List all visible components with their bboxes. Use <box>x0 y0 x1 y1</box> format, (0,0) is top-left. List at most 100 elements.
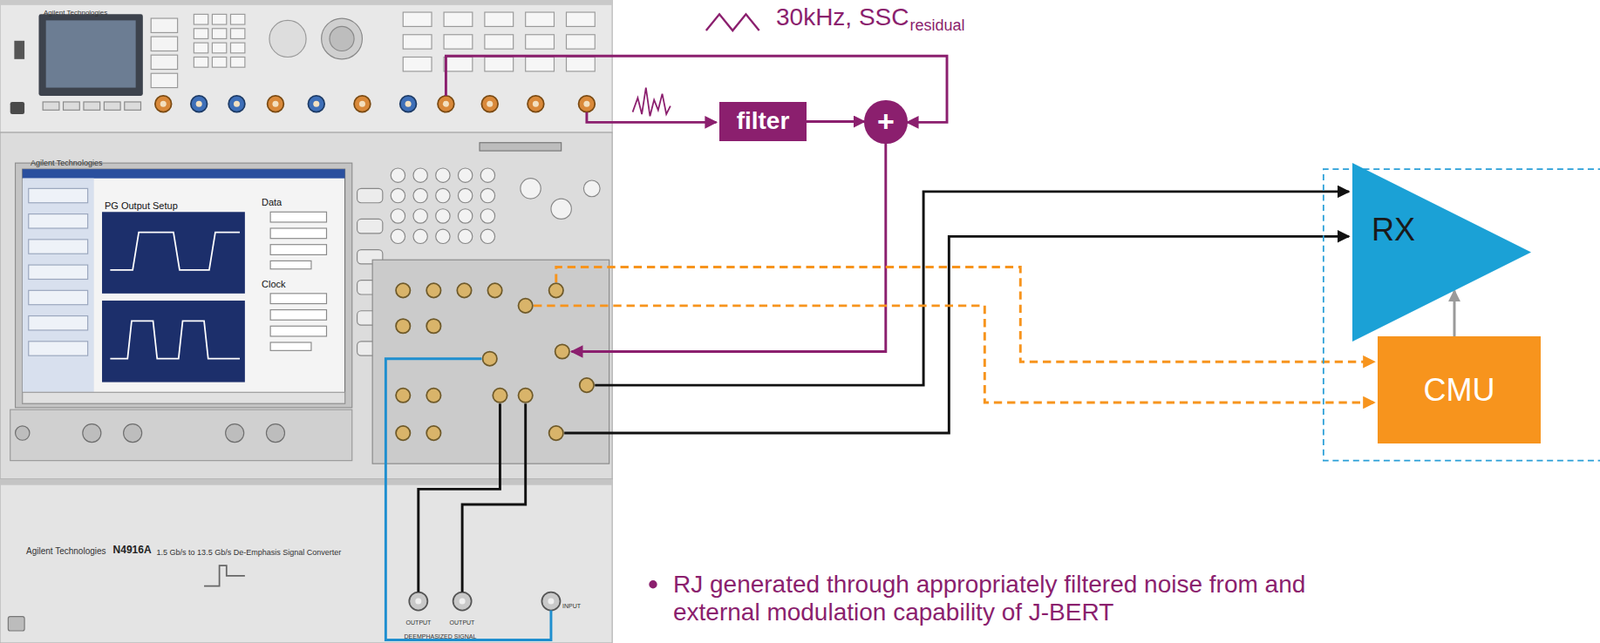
bert-instrument <box>28 239 89 254</box>
bert-instrument <box>479 142 562 151</box>
bert-instrument <box>270 228 327 239</box>
function-generator <box>13 40 25 60</box>
function-generator <box>272 101 279 108</box>
screen-label: Data <box>261 197 282 208</box>
bert-instrument <box>435 209 450 224</box>
bert-instrument <box>426 283 441 298</box>
function-generator <box>230 56 245 68</box>
bert-instrument <box>22 169 346 179</box>
function-generator <box>0 0 613 6</box>
bert-instrument <box>426 426 441 441</box>
bert-instrument <box>357 218 383 233</box>
model-description: 1.5 Gb/s to 13.5 Gb/s De-Emphasis Signal… <box>156 548 342 558</box>
bert-instrument <box>270 326 327 337</box>
function-generator <box>193 13 208 25</box>
data-cable <box>418 403 501 593</box>
bert-instrument <box>413 168 428 183</box>
modulation-wire <box>633 88 671 117</box>
bert-instrument <box>487 283 502 298</box>
function-generator <box>150 18 178 33</box>
bert-instrument <box>435 188 450 203</box>
bert-instrument <box>395 388 410 403</box>
bert-instrument <box>457 188 472 203</box>
function-generator <box>402 12 432 27</box>
function-generator <box>155 95 172 113</box>
function-generator <box>230 28 245 40</box>
bert-instrument <box>555 344 570 359</box>
bert-instrument <box>518 299 533 314</box>
bert-instrument <box>457 168 472 183</box>
bert-instrument <box>390 168 405 183</box>
bert-instrument <box>480 188 495 203</box>
function-generator <box>583 101 590 108</box>
bullet-note: RJ generated through appropriately filte… <box>673 571 1306 627</box>
bullet-note: RJ generated through appropriately filte… <box>673 571 1336 627</box>
filter-box: filter <box>719 102 807 142</box>
node-label: + <box>877 104 895 139</box>
bert-instrument <box>520 178 541 199</box>
function-generator <box>0 0 613 133</box>
function-generator <box>42 102 60 110</box>
function-generator <box>525 12 555 27</box>
bert-instrument <box>413 209 428 224</box>
bert-instrument <box>457 229 472 244</box>
function-generator <box>228 95 246 113</box>
function-generator <box>155 95 595 113</box>
function-generator <box>481 95 498 113</box>
function-generator <box>402 34 432 49</box>
deemphasis-converter <box>459 599 466 606</box>
function-generator <box>359 101 366 108</box>
function-generator <box>437 95 455 113</box>
bert-instrument <box>28 265 89 280</box>
bert-instrument <box>270 293 327 305</box>
function-generator <box>442 101 450 108</box>
function-generator <box>211 28 226 40</box>
receiver-triangle: RX <box>1352 163 1532 342</box>
function-generator <box>193 56 208 68</box>
bert-instrument <box>102 211 246 294</box>
bert-instrument <box>426 388 441 403</box>
loop-cable <box>385 359 552 641</box>
function-generator <box>566 34 596 49</box>
function-generator <box>196 101 203 108</box>
bert-instrument <box>28 341 89 356</box>
panel-label: DEEMPHASIZED SIGNAL <box>404 633 477 640</box>
panel-label: DEEMPHASIZED SIGNAL <box>404 626 477 643</box>
bert-instrument <box>518 388 533 403</box>
function-generator <box>160 101 591 108</box>
function-generator <box>484 12 514 27</box>
bert-instrument <box>22 392 346 404</box>
bert-instrument <box>480 209 495 224</box>
function-generator <box>405 101 412 108</box>
deemphasis-converter <box>415 599 422 606</box>
bert-instrument <box>123 424 143 443</box>
function-generator <box>566 12 596 27</box>
bert-instrument <box>390 188 405 203</box>
node-label: RX <box>1371 211 1416 248</box>
clock-multiplier-box: CMU <box>1377 336 1541 444</box>
model-number: N4916A <box>113 544 152 557</box>
bert-instrument <box>549 426 564 441</box>
screen-label: Data <box>261 193 282 210</box>
bert-instrument <box>28 316 89 331</box>
bert-instrument <box>22 178 95 394</box>
function-generator <box>484 34 514 49</box>
function-generator <box>233 101 240 108</box>
bert-instrument <box>390 168 600 245</box>
port-label: INPUT <box>562 603 581 610</box>
signal-arrow <box>806 120 865 123</box>
screen-title: PG Output Setup <box>104 200 178 212</box>
function-generator <box>42 102 141 110</box>
function-generator <box>578 95 596 113</box>
function-generator <box>211 56 226 68</box>
function-generator <box>124 102 142 110</box>
node-label: CMU <box>1423 372 1496 409</box>
deemphasis-converter <box>541 592 560 612</box>
bert-instrument <box>270 211 327 223</box>
bert-instrument <box>82 424 102 443</box>
modulation-label: 30kHz, SSC <box>776 3 910 31</box>
function-generator <box>269 20 307 57</box>
signal-arrow <box>1453 291 1457 338</box>
deemphasis-converter <box>547 599 554 606</box>
deemphasis-converter <box>0 479 613 486</box>
